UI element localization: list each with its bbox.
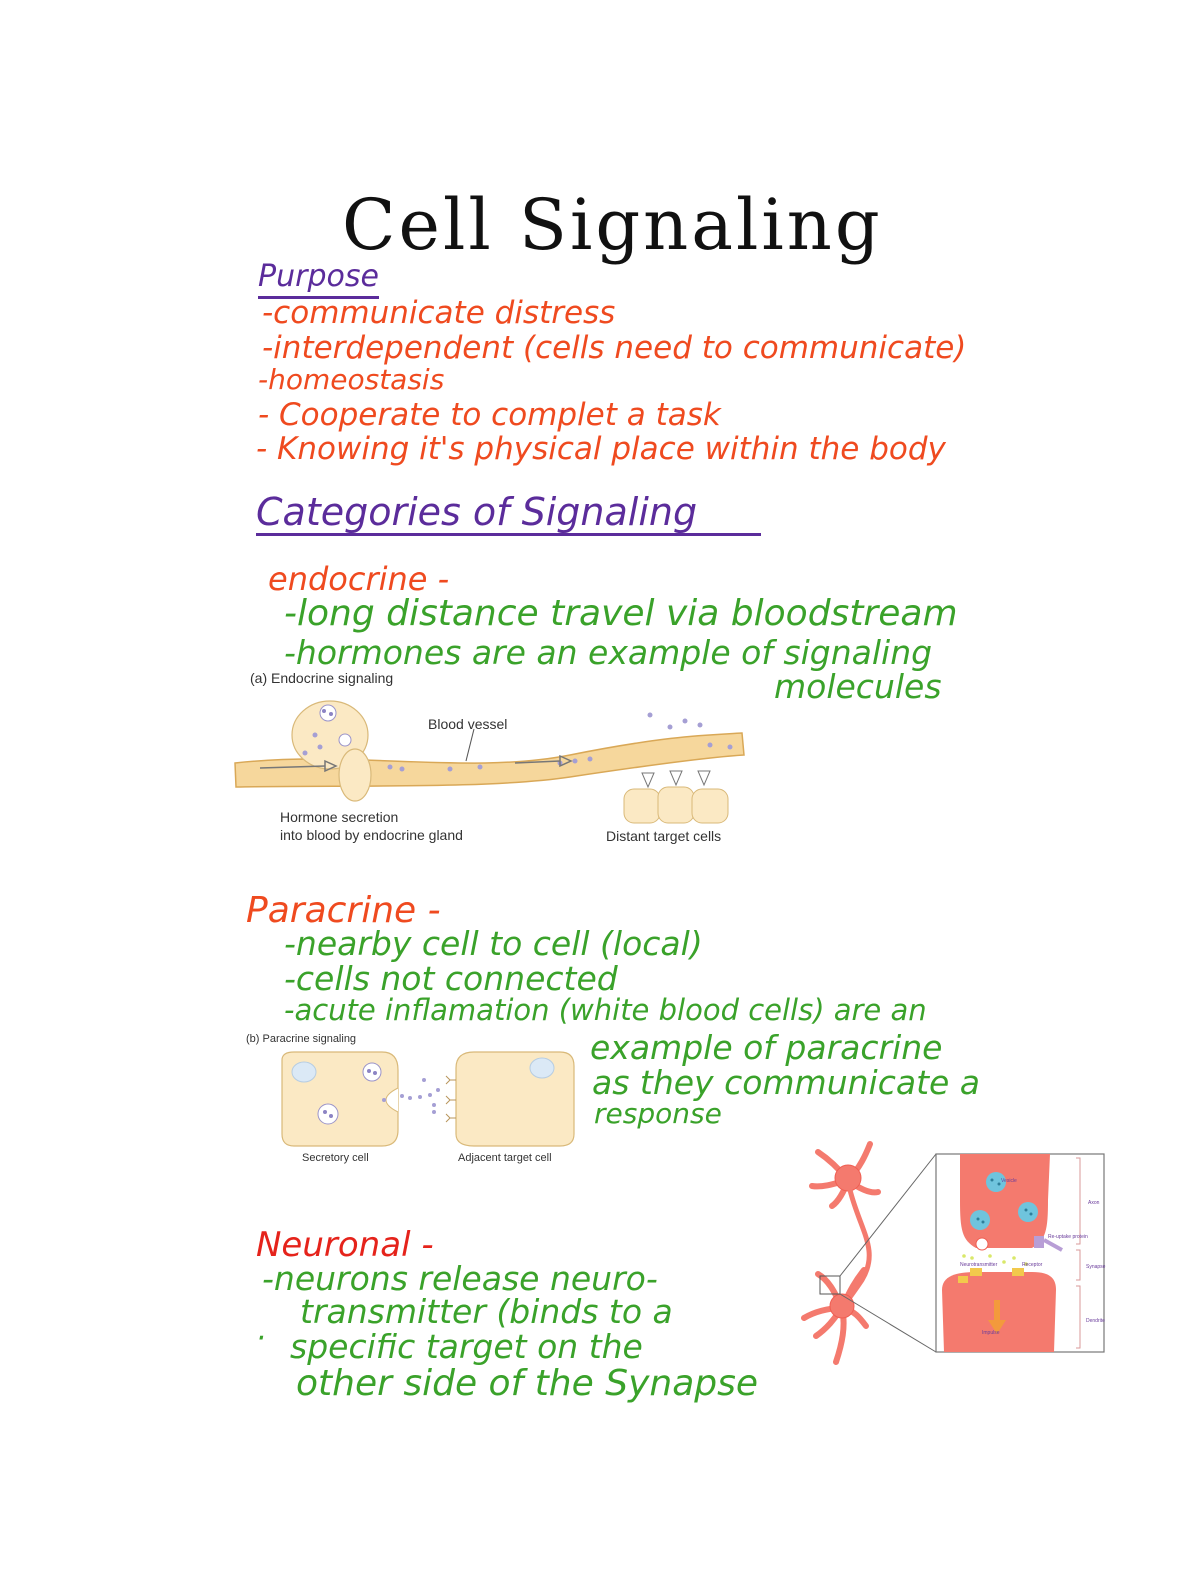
neurotransmitter-label: Neurotransmitter — [960, 1262, 998, 1268]
purpose-item: -homeostasis — [258, 363, 445, 396]
neuronal-bullet: · — [256, 1321, 266, 1356]
endocrine-figure-caption: (a) Endocrine signaling — [250, 670, 394, 686]
paracrine-item: as they communicate a — [592, 1063, 981, 1102]
reuptake-label: Re-uptake protein — [1048, 1234, 1088, 1240]
purpose-item: - Cooperate to complet a task — [258, 397, 721, 433]
paracrine-item: response — [594, 1097, 722, 1130]
paracrine-item: -acute inflamation (white blood cells) a… — [284, 993, 927, 1027]
endocrine-item: molecules — [774, 667, 942, 706]
neuron-illustration — [801, 1141, 1105, 1365]
paracrine-item: example of paracrine — [590, 1028, 943, 1067]
paracrine-item: -cells not connected — [284, 959, 618, 998]
vesicle-label: Vesicle — [1001, 1178, 1017, 1184]
synapse-label: Synapse — [1086, 1264, 1106, 1270]
paracrine-heading: Paracrine - — [246, 890, 441, 931]
impulse-label: Impulse — [982, 1330, 1000, 1336]
receptor-label: Receptor — [1022, 1262, 1043, 1268]
adjacent-target-label: Adjacent target cell — [458, 1152, 552, 1164]
neuronal-item: specific target on the — [290, 1327, 643, 1366]
endocrine-heading: endocrine - — [268, 560, 450, 598]
neuronal-item: other side of the Synapse — [296, 1363, 759, 1404]
dendrite-label: Dendrite — [1086, 1318, 1105, 1324]
hormone-secretion-label: into blood by endocrine gland — [280, 827, 463, 843]
endocrine-diagram — [234, 700, 745, 824]
hormone-secretion-label: Hormone secretion — [280, 809, 399, 825]
secretory-cell-label: Secretory cell — [302, 1152, 369, 1164]
purpose-heading: Purpose — [258, 262, 379, 299]
neuronal-item: transmitter (binds to a — [300, 1292, 673, 1331]
purpose-item: -interdependent (cells need to communica… — [262, 330, 967, 366]
neuronal-item: -neurons release neuro- — [262, 1259, 658, 1298]
paracrine-figure-caption: (b) Paracrine signaling — [246, 1033, 357, 1045]
categories-heading: Categories of Signaling — [256, 493, 761, 536]
distant-target-label: Distant target cells — [606, 828, 722, 844]
blood-vessel-label: Blood vessel — [428, 716, 508, 732]
endocrine-item: -hormones are an example of signaling — [284, 633, 933, 672]
endocrine-item: -long distance travel via bloodstream — [284, 593, 958, 634]
purpose-item: -communicate distress — [262, 295, 616, 331]
paracrine-diagram — [281, 1051, 575, 1147]
paracrine-item: -nearby cell to cell (local) — [284, 924, 703, 963]
purpose-item: - Knowing it's physical place within the… — [256, 431, 946, 467]
neuronal-heading: Neuronal - — [256, 1225, 434, 1265]
axon-label: Axon — [1088, 1200, 1100, 1206]
page-title: Cell Signaling — [342, 184, 883, 266]
